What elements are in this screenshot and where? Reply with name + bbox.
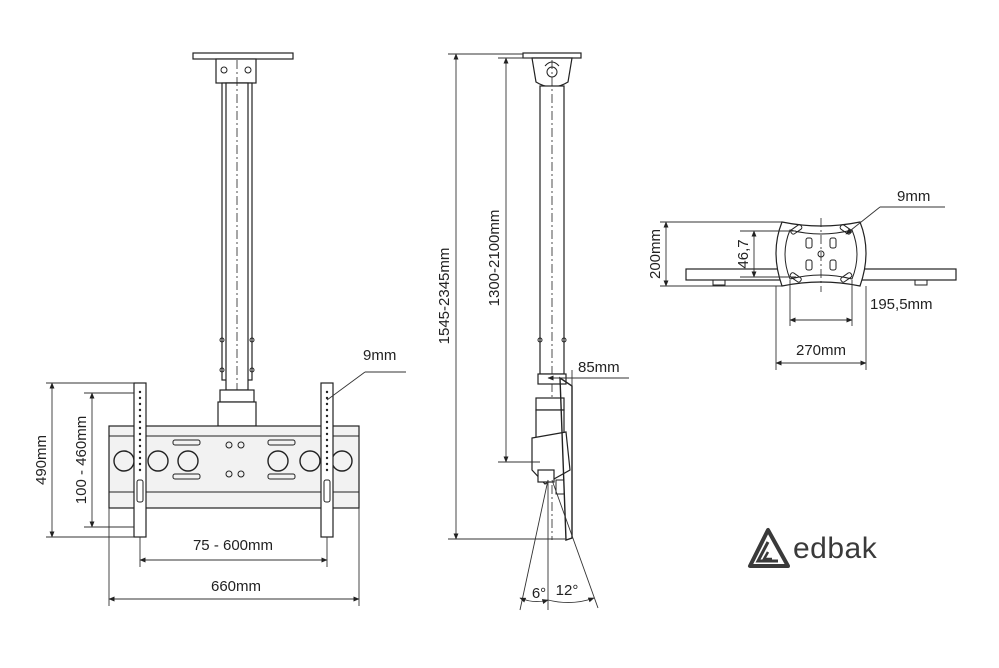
arm-adjust-hole (138, 414, 142, 418)
arm-adjust-hole (138, 432, 142, 436)
arm-adjust-hole (138, 390, 142, 394)
front-pole-coupling (219, 389, 255, 403)
arm-adjust-hole (138, 438, 142, 442)
arm-adjust-hole (325, 420, 329, 424)
front-pole-clamp (215, 58, 257, 84)
arm-adjust-hole (138, 468, 142, 472)
front-right-vertical-arm (320, 382, 334, 538)
front-ceiling-flange (192, 52, 294, 60)
arm-adjust-hole (325, 462, 329, 466)
arm-adjust-hole (138, 408, 142, 412)
arm-adjust-hole (325, 402, 329, 406)
arm-adjust-hole (325, 450, 329, 454)
brand-name: edbak (793, 532, 878, 565)
label-hole-spacing-horizontal: 195,5mm (870, 296, 933, 313)
arm-adjust-hole (325, 432, 329, 436)
arm-adjust-hole (138, 450, 142, 454)
arm-adjust-hole (138, 396, 142, 400)
arm-adjust-hole (325, 396, 329, 400)
ceiling-plate-view: 9mm 200mm 46,7 195,5mm 270mm (647, 188, 957, 370)
arm-adjust-hole (325, 414, 329, 418)
edbak-logo: edbak (748, 528, 878, 568)
arm-adjust-hole (138, 444, 142, 448)
label-height-vertical-adjust: 100 - 460mm (73, 416, 90, 504)
arm-adjust-hole (325, 408, 329, 412)
arm-adjust-hole (325, 426, 329, 430)
front-view: 490mm 100 - 460mm 9mm 75 - 600mm 660mm (33, 52, 406, 606)
front-left-vertical-arm (133, 382, 147, 538)
arm-adjust-hole (138, 426, 142, 430)
arm-adjust-hole (138, 456, 142, 460)
label-hole-spacing-vertical: 46,7 (735, 239, 752, 268)
arm-adjust-hole (138, 420, 142, 424)
label-horizontal-adjust: 75 - 600mm (193, 537, 273, 554)
label-tilt-up: 12° (556, 582, 579, 599)
label-tilt-down: 6° (532, 585, 546, 602)
side-coupling (535, 397, 565, 411)
label-plate-hole-diameter: 9mm (897, 188, 930, 205)
arm-adjust-hole (325, 444, 329, 448)
label-total-length: 1545-2345mm (436, 248, 453, 345)
arm-adjust-hole (325, 456, 329, 460)
arm-adjust-hole (325, 438, 329, 442)
arm-adjust-hole (138, 402, 142, 406)
label-height-total: 490mm (33, 435, 50, 485)
label-plate-height: 200mm (647, 229, 664, 279)
arm-adjust-hole (325, 390, 329, 394)
label-depth: 85mm (578, 359, 620, 376)
side-ceiling-flange (522, 52, 582, 59)
label-total-width: 660mm (211, 578, 261, 595)
arm-adjust-hole (325, 468, 329, 472)
label-plate-width: 270mm (796, 342, 846, 359)
label-pole-length: 1300-2100mm (486, 210, 503, 307)
arm-adjust-hole (138, 462, 142, 466)
label-front-hole-diameter: 9mm (363, 347, 396, 364)
side-view: 1545-2345mm 1300-2100mm 85mm 6° 12° (436, 52, 629, 611)
edbak-logo-mark-icon (748, 528, 790, 568)
